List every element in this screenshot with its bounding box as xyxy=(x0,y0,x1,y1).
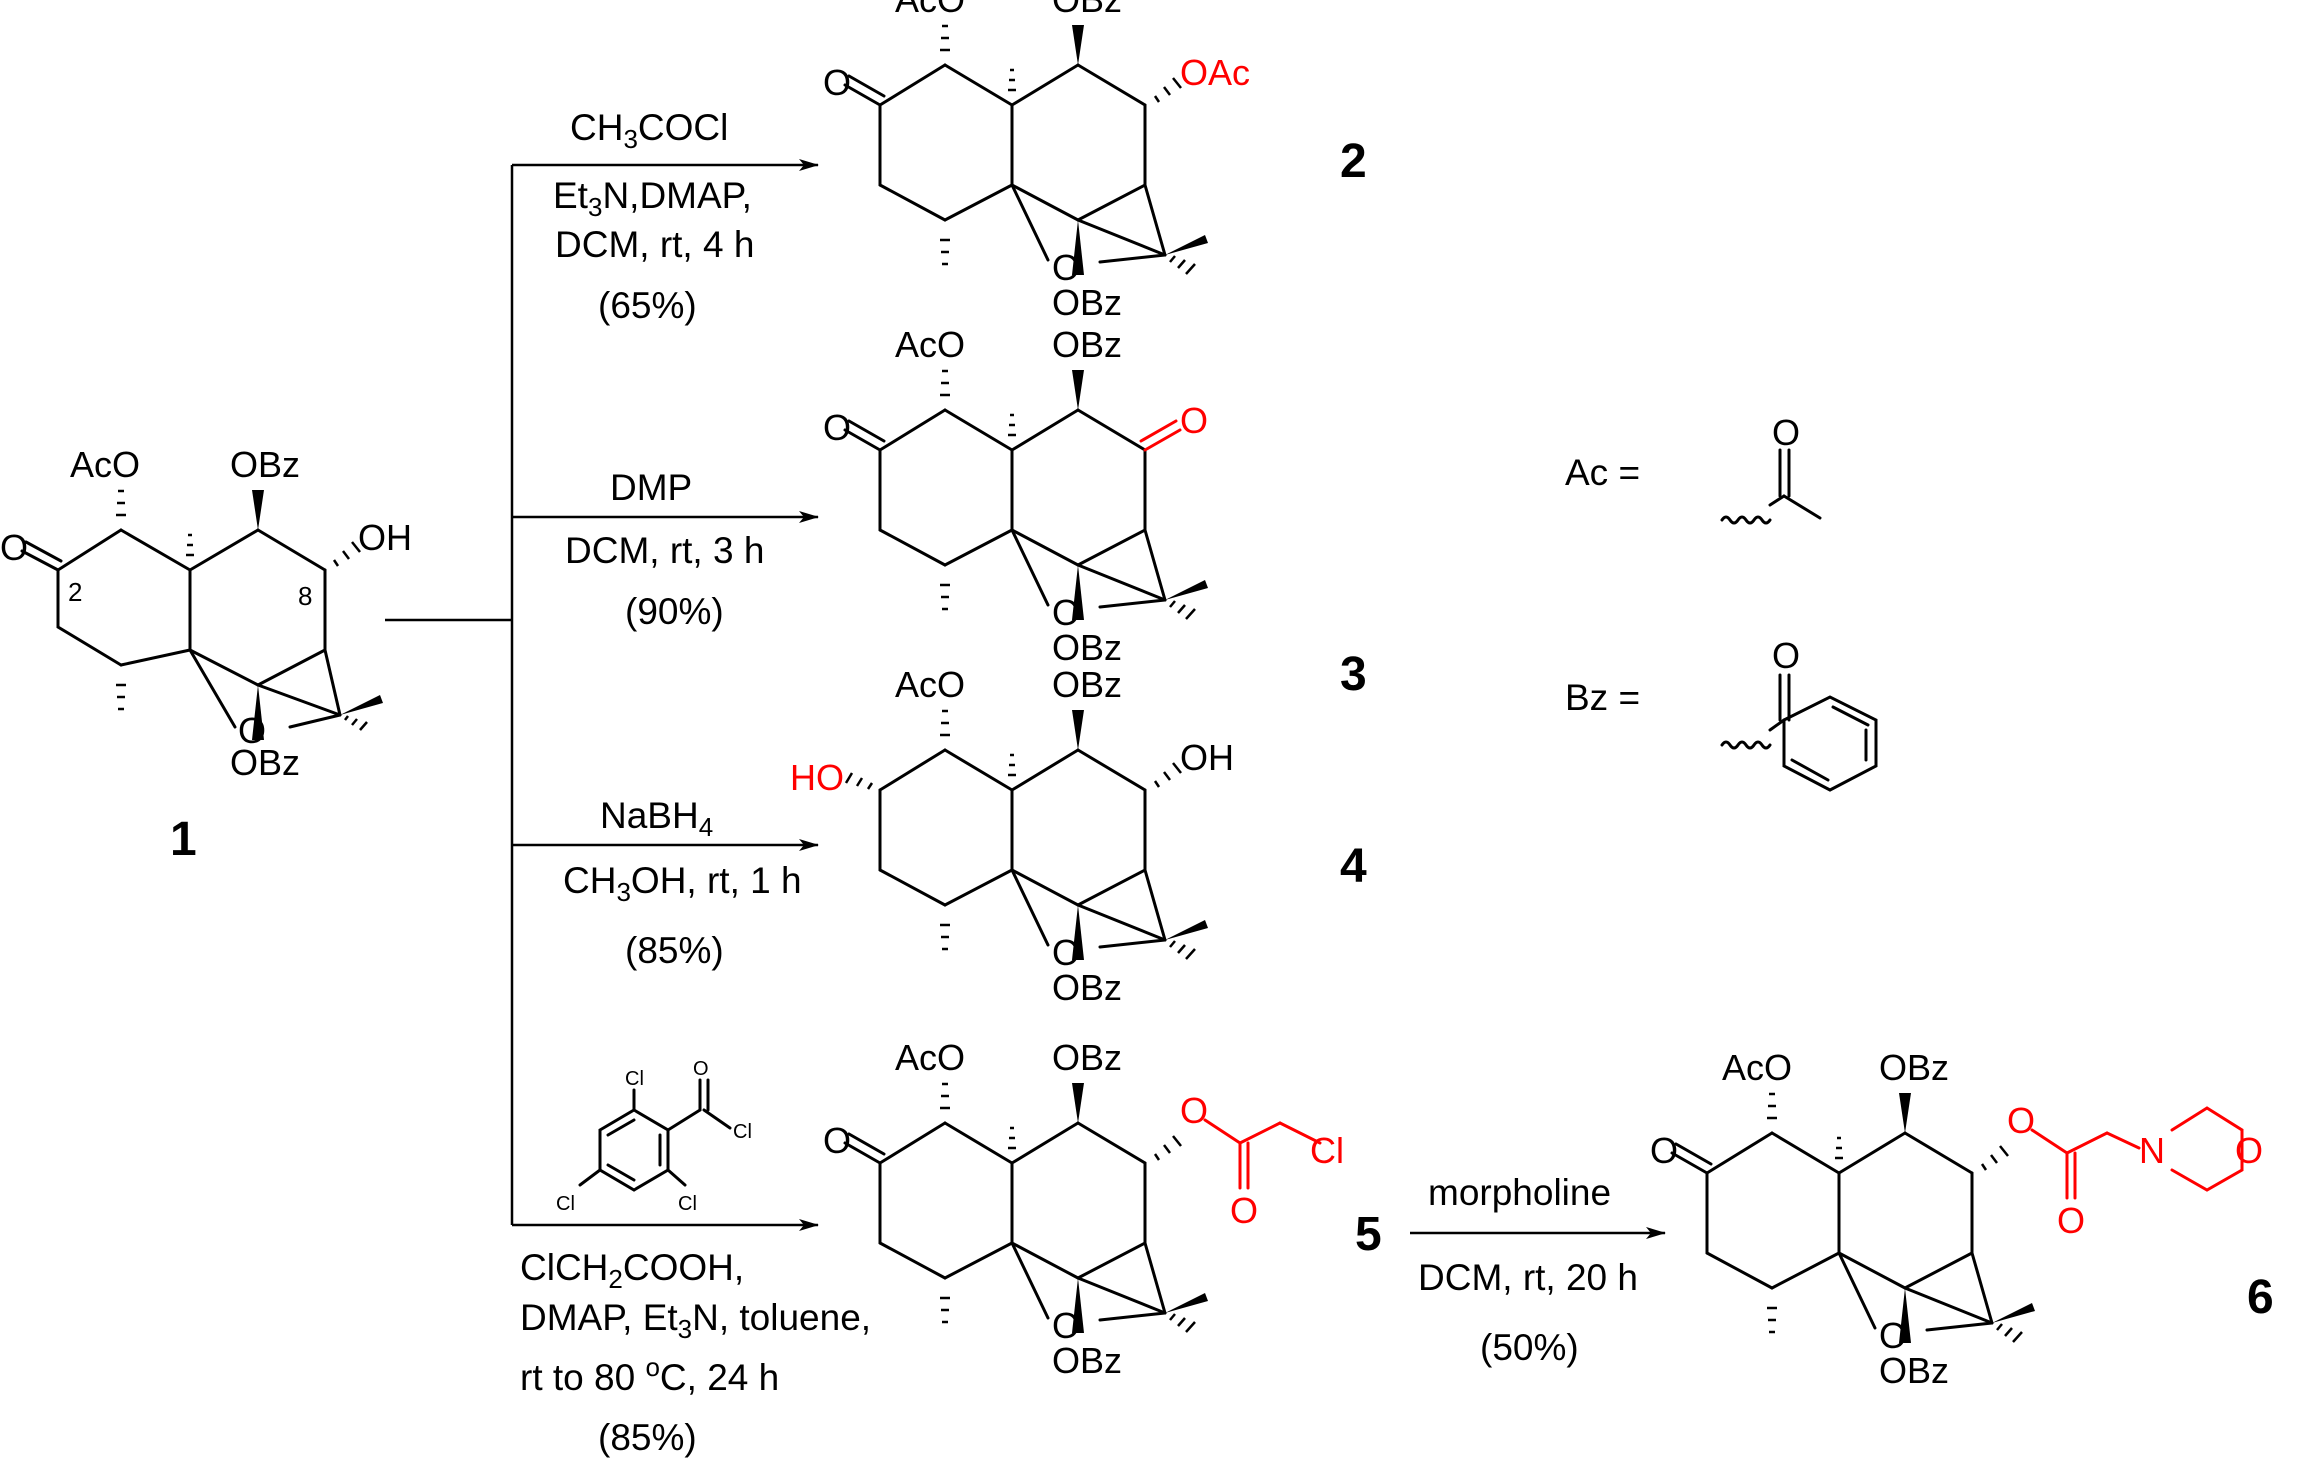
reagent-r4: NaBH4 xyxy=(600,795,713,842)
benzoyloxy-top-label: OBz xyxy=(1879,1047,1949,1088)
solvent-r6: DCM, rt, 20 h xyxy=(1418,1257,1638,1298)
oxetane-o: O xyxy=(1052,1305,1080,1346)
new-acetoxy-label: OAc xyxy=(1180,52,1250,93)
ketone-o: O xyxy=(823,407,851,448)
reaction-branches xyxy=(385,159,1666,1239)
yield-r5: (85%) xyxy=(598,1417,697,1458)
acetoxy-label: AcO xyxy=(895,664,965,705)
compound-2: O AcO OBz OAc O OBz 2 xyxy=(823,0,1367,323)
new-hydroxyl-label: HO xyxy=(790,757,844,798)
compound-1: O AcO OBz OH 2 8 O OBz 1 xyxy=(0,444,412,866)
benzoyloxy-bottom-label: OBz xyxy=(230,742,300,783)
ester-o: O xyxy=(2007,1100,2035,1141)
conditions-r4: NaBH4 CH3OH, rt, 1 h (85%) xyxy=(563,795,802,971)
new-ketone-o: O xyxy=(1180,400,1208,441)
reagent-r6: morpholine xyxy=(1428,1172,1611,1213)
chloro-right: Cl xyxy=(678,1193,697,1215)
legend-bz: Bz = O xyxy=(1565,635,1878,792)
benzoyloxy-top-label: OBz xyxy=(1052,324,1122,365)
chloro-label: Cl xyxy=(1310,1130,1344,1171)
benzoyloxy-top-label: OBz xyxy=(1052,664,1122,705)
acetoxy-label: AcO xyxy=(895,324,965,365)
base-r2: Et3N,DMAP, xyxy=(553,175,752,222)
yield-r4: (85%) xyxy=(625,930,724,971)
morpholine-n: N xyxy=(2139,1130,2165,1171)
bz-carbonyl-o: O xyxy=(1772,635,1800,676)
ester-o: O xyxy=(1180,1090,1208,1131)
reagent-r2: CH3COCl xyxy=(570,107,728,154)
compound-number-6: 6 xyxy=(2247,1271,2274,1324)
acyl-oxygen: O xyxy=(693,1058,709,1080)
benzoyloxy-bottom-label: OBz xyxy=(1052,282,1122,323)
oxetane-o: O xyxy=(1052,247,1080,288)
benzoyloxy-top-label: OBz xyxy=(1052,1037,1122,1078)
acetoxy-label: AcO xyxy=(895,0,965,20)
compound-number-4: 4 xyxy=(1340,840,1367,893)
acetoxy-label: AcO xyxy=(895,1037,965,1078)
compound-4: HO AcO OBz OH O OBz 4 xyxy=(790,664,1367,1008)
acyl-chloride-structure: Cl Cl Cl O Cl xyxy=(556,1058,752,1215)
benzoyloxy-top-label: OBz xyxy=(230,444,300,485)
oxetane-o: O xyxy=(1052,592,1080,633)
ac-label: Ac = xyxy=(1565,452,1640,493)
compound-5: O AcO OBz O O Cl O OBz 5 xyxy=(823,1037,1382,1381)
hydroxyl-label: OH xyxy=(358,517,412,558)
solvent-r4: CH3OH, rt, 1 h xyxy=(563,860,802,907)
conditions-r6: morpholine DCM, rt, 20 h (50%) xyxy=(1418,1172,1638,1368)
conditions-r2: CH3COCl Et3N,DMAP, DCM, rt, 4 h (65%) xyxy=(553,107,754,326)
reagent-r3: DMP xyxy=(610,467,692,508)
bz-label: Bz = xyxy=(1565,677,1640,718)
chloro-top: Cl xyxy=(625,1068,644,1090)
benzoyloxy-bottom-label: OBz xyxy=(1052,967,1122,1008)
ketone-o: O xyxy=(823,1120,851,1161)
benzoyloxy-bottom-label: OBz xyxy=(1052,627,1122,668)
benzoyloxy-bottom-label: OBz xyxy=(1879,1350,1949,1391)
yield-r2: (65%) xyxy=(598,285,697,326)
compound-number-1: 1 xyxy=(170,813,197,866)
base-r5: DMAP, Et3N, toluene, xyxy=(520,1297,871,1344)
acyl-chloro: Cl xyxy=(733,1121,752,1143)
oxetane-o: O xyxy=(1879,1315,1907,1356)
benzoyloxy-top-label: OBz xyxy=(1052,0,1122,20)
benzoyloxy-bottom-label: OBz xyxy=(1052,1340,1122,1381)
temperature-r5: rt to 80 oC, 24 h xyxy=(520,1352,779,1398)
compound-number-2: 2 xyxy=(1340,135,1367,188)
oxetane-o: O xyxy=(1052,932,1080,973)
carbonyl-o: O xyxy=(1230,1190,1258,1231)
compound-6: O AcO OBz O O N O O OBz 6 xyxy=(1650,1047,2274,1391)
yield-r3: (90%) xyxy=(625,591,724,632)
legend-ac: Ac = O xyxy=(1565,412,1822,525)
yield-r6: (50%) xyxy=(1480,1327,1579,1368)
ketone-o: O xyxy=(0,527,28,568)
position-8-label: 8 xyxy=(298,581,312,611)
acetoxy-label: AcO xyxy=(70,444,140,485)
chloro-left: Cl xyxy=(556,1193,575,1215)
compound-number-3: 3 xyxy=(1340,648,1367,701)
reagent-r5: ClCH2COOH, xyxy=(520,1247,744,1294)
conditions-r5: Cl Cl Cl O Cl ClCH2COOH, DMAP, Et3N, tol… xyxy=(520,1058,871,1458)
ac-carbonyl-o: O xyxy=(1772,412,1800,453)
hydroxyl-label: OH xyxy=(1180,737,1234,778)
acetoxy-label: AcO xyxy=(1722,1047,1792,1088)
solvent-r3: DCM, rt, 3 h xyxy=(565,530,764,571)
position-2-label: 2 xyxy=(68,577,82,607)
conditions-r3: DMP DCM, rt, 3 h (90%) xyxy=(565,467,764,632)
morpholine-o: O xyxy=(2235,1130,2263,1171)
ketone-o: O xyxy=(823,62,851,103)
ketone-o: O xyxy=(1650,1130,1678,1171)
solvent-r2: DCM, rt, 4 h xyxy=(555,224,754,265)
compound-3: O AcO OBz O O OBz 3 xyxy=(823,324,1367,701)
carbonyl-o: O xyxy=(2057,1200,2085,1241)
compound-number-5: 5 xyxy=(1355,1208,1382,1261)
oxetane-o: O xyxy=(238,710,266,751)
